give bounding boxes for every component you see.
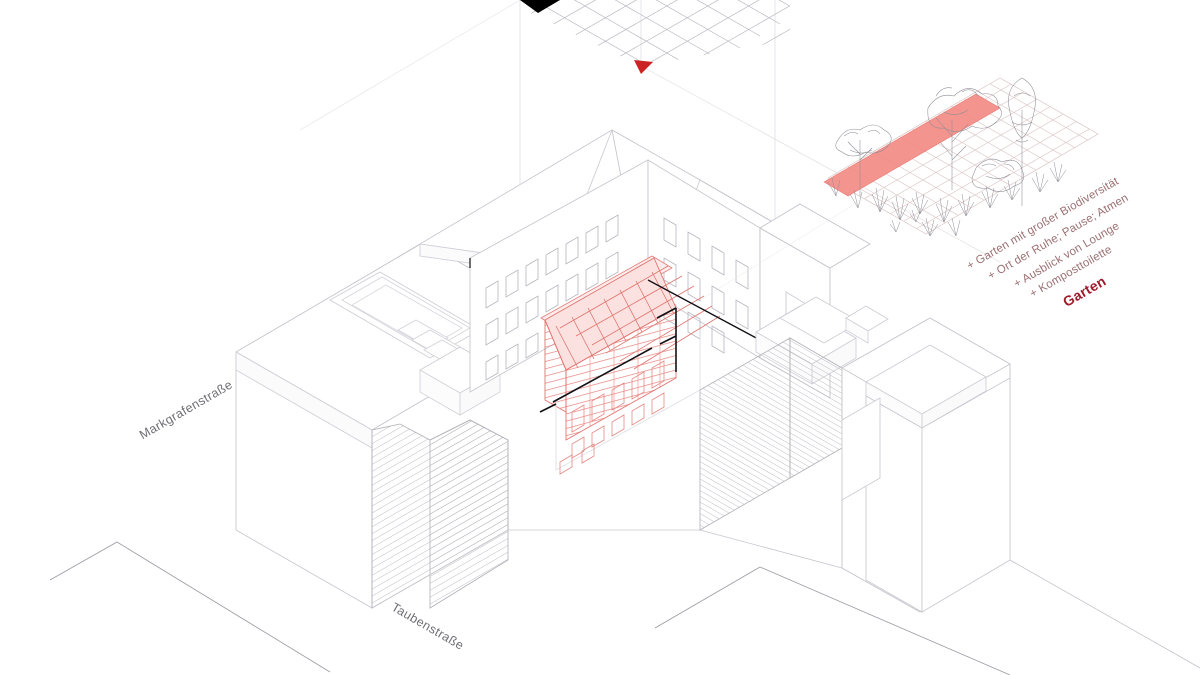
section-corner-marker	[520, 0, 560, 13]
block-west	[235, 241, 561, 609]
top-grid-plane	[520, 0, 790, 74]
block-southeast	[841, 317, 1011, 613]
ground-lines	[49, 541, 1200, 675]
section-arrow	[634, 60, 653, 74]
garden-vignette	[699, 77, 1099, 301]
site-edges	[371, 529, 843, 609]
callout-leader	[699, 195, 869, 301]
red-lower-facade	[555, 330, 701, 475]
north-facade-windows	[485, 214, 619, 381]
section-cut-edges	[469, 258, 761, 413]
red-facade-windows	[565, 307, 677, 441]
garden-grid	[827, 77, 1099, 235]
cut-wall-west	[371, 419, 509, 609]
block-north	[418, 129, 792, 393]
cut-wall-east	[699, 337, 843, 531]
roof-extension	[540, 255, 721, 475]
garden-vegetation	[827, 77, 1067, 237]
